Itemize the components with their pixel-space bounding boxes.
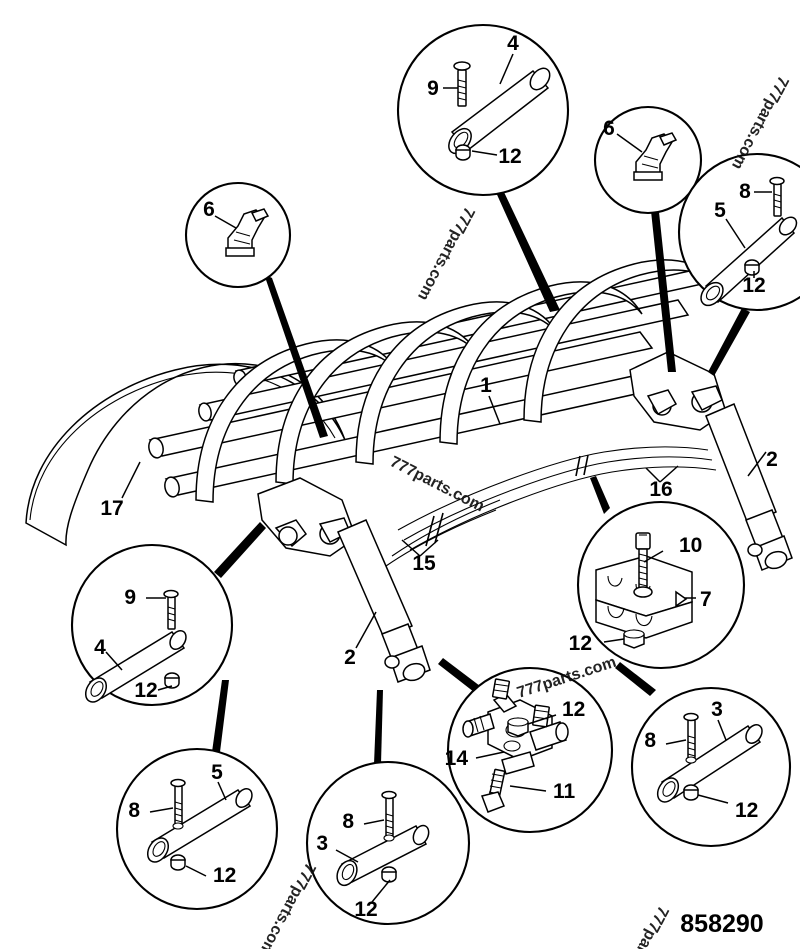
pin-5-body-bl xyxy=(146,787,253,863)
detail-circle-grease-6-top: 6 xyxy=(593,105,703,215)
detail-circle-pin-4-left: 9 4 12 xyxy=(70,543,234,707)
bolt-8-body-right xyxy=(769,176,785,217)
callout-6-left: 6 xyxy=(203,198,215,221)
tine-arc-group xyxy=(195,259,727,503)
main-callout-leaders xyxy=(121,395,767,649)
nut-12-body-clamp xyxy=(623,629,645,649)
pointer-detail-manifold-11 xyxy=(438,658,480,692)
pin-4-body-left xyxy=(84,629,187,703)
pointer-detail-pin-5-bl xyxy=(212,680,229,752)
callout-14: 14 xyxy=(445,747,469,770)
detail-circle-pin-3-bottom: 8 3 12 xyxy=(305,760,471,926)
callout-11: 11 xyxy=(553,780,576,803)
pointer-detail-pin-3-bottom xyxy=(374,690,383,764)
callout-main-16: 16 xyxy=(649,478,672,501)
callout-main-1: 1 xyxy=(480,374,492,397)
nut-12-body-right xyxy=(744,259,760,276)
detail-circle-pin-4-top: 9 4 12 xyxy=(396,23,570,197)
callout-3-bottom: 3 xyxy=(316,832,328,855)
callout-6-top: 6 xyxy=(603,117,615,140)
watermark-3: 777parts.com xyxy=(387,453,487,515)
callout-main-17: 17 xyxy=(100,497,123,520)
watermark-1: 777parts.com xyxy=(414,204,477,303)
callout-8-right: 8 xyxy=(739,180,751,203)
callout-10: 10 xyxy=(679,534,702,557)
pointer-detail-clamp-7 xyxy=(590,476,610,514)
left-hinge-bracket xyxy=(257,477,357,557)
grease-fitting-6-body-top xyxy=(633,132,678,181)
detail-circle-pin-5-bl: 8 5 12 xyxy=(115,747,279,911)
part-number: 858290 xyxy=(680,910,763,938)
callout-8-bottom: 8 xyxy=(342,810,354,833)
detail-circle-clamp-7: 10 7 12 xyxy=(569,500,746,670)
callout-4-left: 4 xyxy=(94,636,106,659)
callout-5-right: 5 xyxy=(714,199,726,222)
callout-8-bl: 8 xyxy=(128,799,140,822)
callout-main-15: 15 xyxy=(412,552,436,575)
hydraulic-cylinder-right xyxy=(705,403,793,571)
nut-12-body-bottom xyxy=(381,866,397,883)
detail-circle-pin-3-right: 8 3 12 xyxy=(630,686,792,848)
bolt-9-body xyxy=(453,61,471,107)
pointer-detail-pin-5-right xyxy=(708,308,750,376)
pointer-detail-pin-3-right xyxy=(615,662,656,696)
hydraulic-hose-group xyxy=(385,446,717,567)
detail-pointer-group xyxy=(212,188,750,764)
callout-9-left: 9 xyxy=(124,586,136,609)
bolt-8-body-3right xyxy=(683,712,699,764)
callout-12-clamp: 12 xyxy=(569,632,592,655)
callout-12: 12 xyxy=(498,145,521,168)
pointer-detail-pin-4-top xyxy=(494,188,560,312)
hydraulic-cylinder-left xyxy=(337,519,431,683)
callout-12-3right: 12 xyxy=(735,799,758,822)
callout-12-left: 12 xyxy=(134,679,157,702)
socket-bolt-10-body xyxy=(633,532,653,598)
nut-12-body-3right xyxy=(683,784,699,801)
right-hinge-bracket xyxy=(629,351,727,431)
detail-circle-pin-5-right: 8 5 12 xyxy=(677,152,800,312)
bolt-8-body-bottom xyxy=(381,790,397,842)
callout-8-3right: 8 xyxy=(644,729,656,752)
nut-12-body-manifold xyxy=(507,717,529,737)
pointer-detail-pin-4-left xyxy=(214,522,266,578)
pointer-detail-grease-6-left xyxy=(264,274,328,438)
callout-3-right: 3 xyxy=(711,698,723,721)
callout-main-2-right: 2 xyxy=(766,448,778,471)
pointer-detail-grease-6-top xyxy=(651,211,676,372)
callout-main-2-left: 2 xyxy=(344,646,356,669)
callout-9: 9 xyxy=(427,77,439,100)
rake-bar-group xyxy=(148,269,704,498)
watermark-6: 777parts.com xyxy=(608,903,671,949)
callout-12-bl: 12 xyxy=(213,864,236,887)
pin-3-body-bottom xyxy=(336,824,430,887)
main-callout-labels: 1 17 16 15 2 2 xyxy=(100,374,778,669)
nut-12-body xyxy=(455,144,471,161)
detail-circle-manifold-11: 12 14 11 xyxy=(445,666,614,834)
bolt-9-body-left xyxy=(163,589,179,630)
callout-12-manifold: 12 xyxy=(562,698,585,721)
pin-4-body xyxy=(448,67,551,155)
callout-12-bottom: 12 xyxy=(354,898,377,921)
grease-fitting-6-body-left xyxy=(225,208,270,257)
callout-7: 7 xyxy=(700,588,712,611)
main-assembly-group xyxy=(25,259,793,683)
bolt-8-body-bl xyxy=(170,778,186,830)
nut-12-body-bl xyxy=(170,854,186,871)
callout-4: 4 xyxy=(507,32,519,55)
callout-12-right: 12 xyxy=(742,274,765,297)
detail-circle-grease-6-left: 6 xyxy=(184,181,292,289)
pin-3-body-right xyxy=(656,724,763,803)
callout-5-bl: 5 xyxy=(211,761,223,784)
nut-12-body-left xyxy=(164,672,180,689)
